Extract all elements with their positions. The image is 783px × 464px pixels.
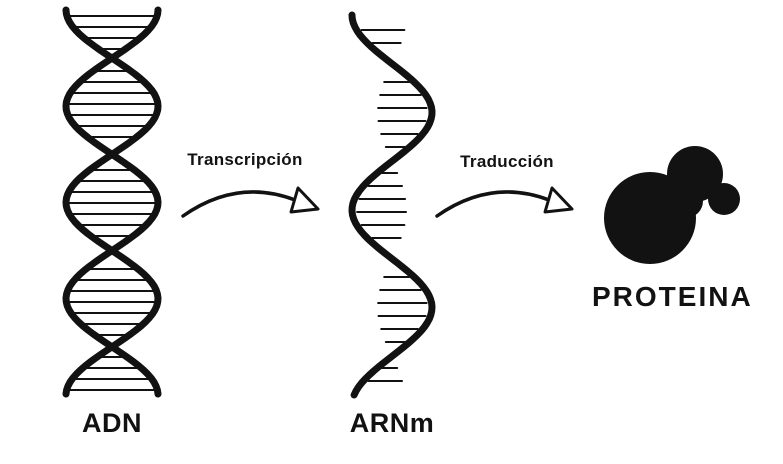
transcription-arrow-icon [181,186,320,218]
translation-label: Traducción [460,152,554,171]
protein-blob-icon [604,146,740,264]
transcription-label: Transcripción [187,150,303,169]
dna-double-helix-icon [62,6,162,398]
protein-label: PROTEINA [592,281,753,312]
dna-label: ADN [82,408,142,438]
mrna-label: ARNm [349,408,435,438]
translation-arrow-icon [435,186,574,218]
mrna-strand-icon [348,11,436,399]
